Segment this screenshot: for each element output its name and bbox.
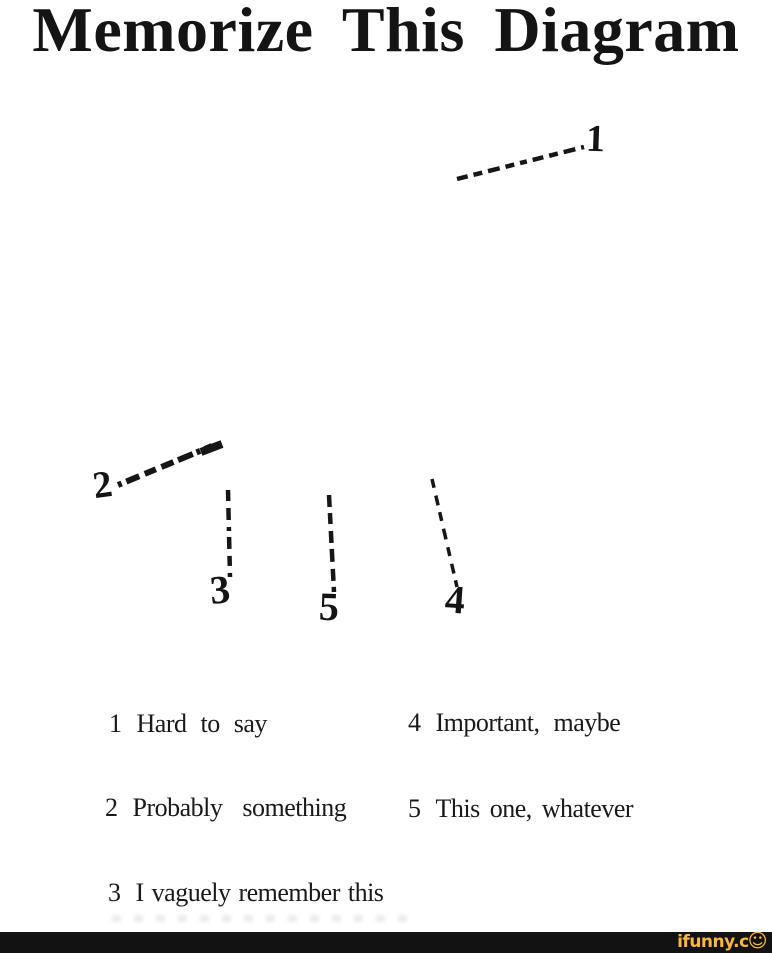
legend-item-2-number: 2	[105, 793, 118, 822]
legend-item-4-number: 4	[408, 708, 421, 737]
pointer-label-4: 4	[443, 576, 467, 623]
legend-item-3: 3 I vaguely remember this	[108, 878, 384, 908]
scan-artifact	[112, 915, 412, 922]
page-title: Memorize This Diagram	[32, 0, 740, 65]
legend-item-1: 1 Hard to say	[109, 709, 268, 739]
legend-item-5: 5 This one, whatever	[408, 794, 634, 824]
smiley-icon: ☺	[747, 930, 768, 952]
legend-item-2-text: Probably something	[132, 793, 347, 822]
legend-item-3-number: 3	[108, 878, 121, 907]
ifunny-brand-text: ifunny.c	[677, 932, 749, 952]
ifunny-watermark: ifunny.c☺	[677, 930, 768, 952]
legend-item-1-number: 1	[109, 709, 122, 738]
legend-item-5-number: 5	[408, 794, 421, 823]
pointer-label-1: 1	[585, 117, 606, 161]
pointer-line-2	[116, 443, 214, 488]
pointer-label-3: 3	[208, 566, 232, 613]
pointer-line-1	[456, 144, 585, 182]
legend-item-4-text: Important, maybe	[435, 708, 621, 737]
legend-item-4: 4 Important, maybe	[408, 708, 621, 738]
pointer-line-2-tip	[199, 440, 224, 456]
pointer-label-5: 5	[318, 583, 340, 630]
legend-item-1-text: Hard to say	[136, 709, 268, 738]
legend-item-5-text: This one, whatever	[435, 794, 634, 823]
legend-item-3-text: I vaguely remember this	[135, 878, 384, 907]
pointer-line-4	[430, 478, 459, 588]
legend-item-2: 2 Probably something	[105, 793, 347, 823]
watermark-bar: ifunny.c☺	[0, 932, 772, 953]
pointer-line-5	[326, 494, 337, 593]
pointer-line-3	[225, 489, 233, 578]
